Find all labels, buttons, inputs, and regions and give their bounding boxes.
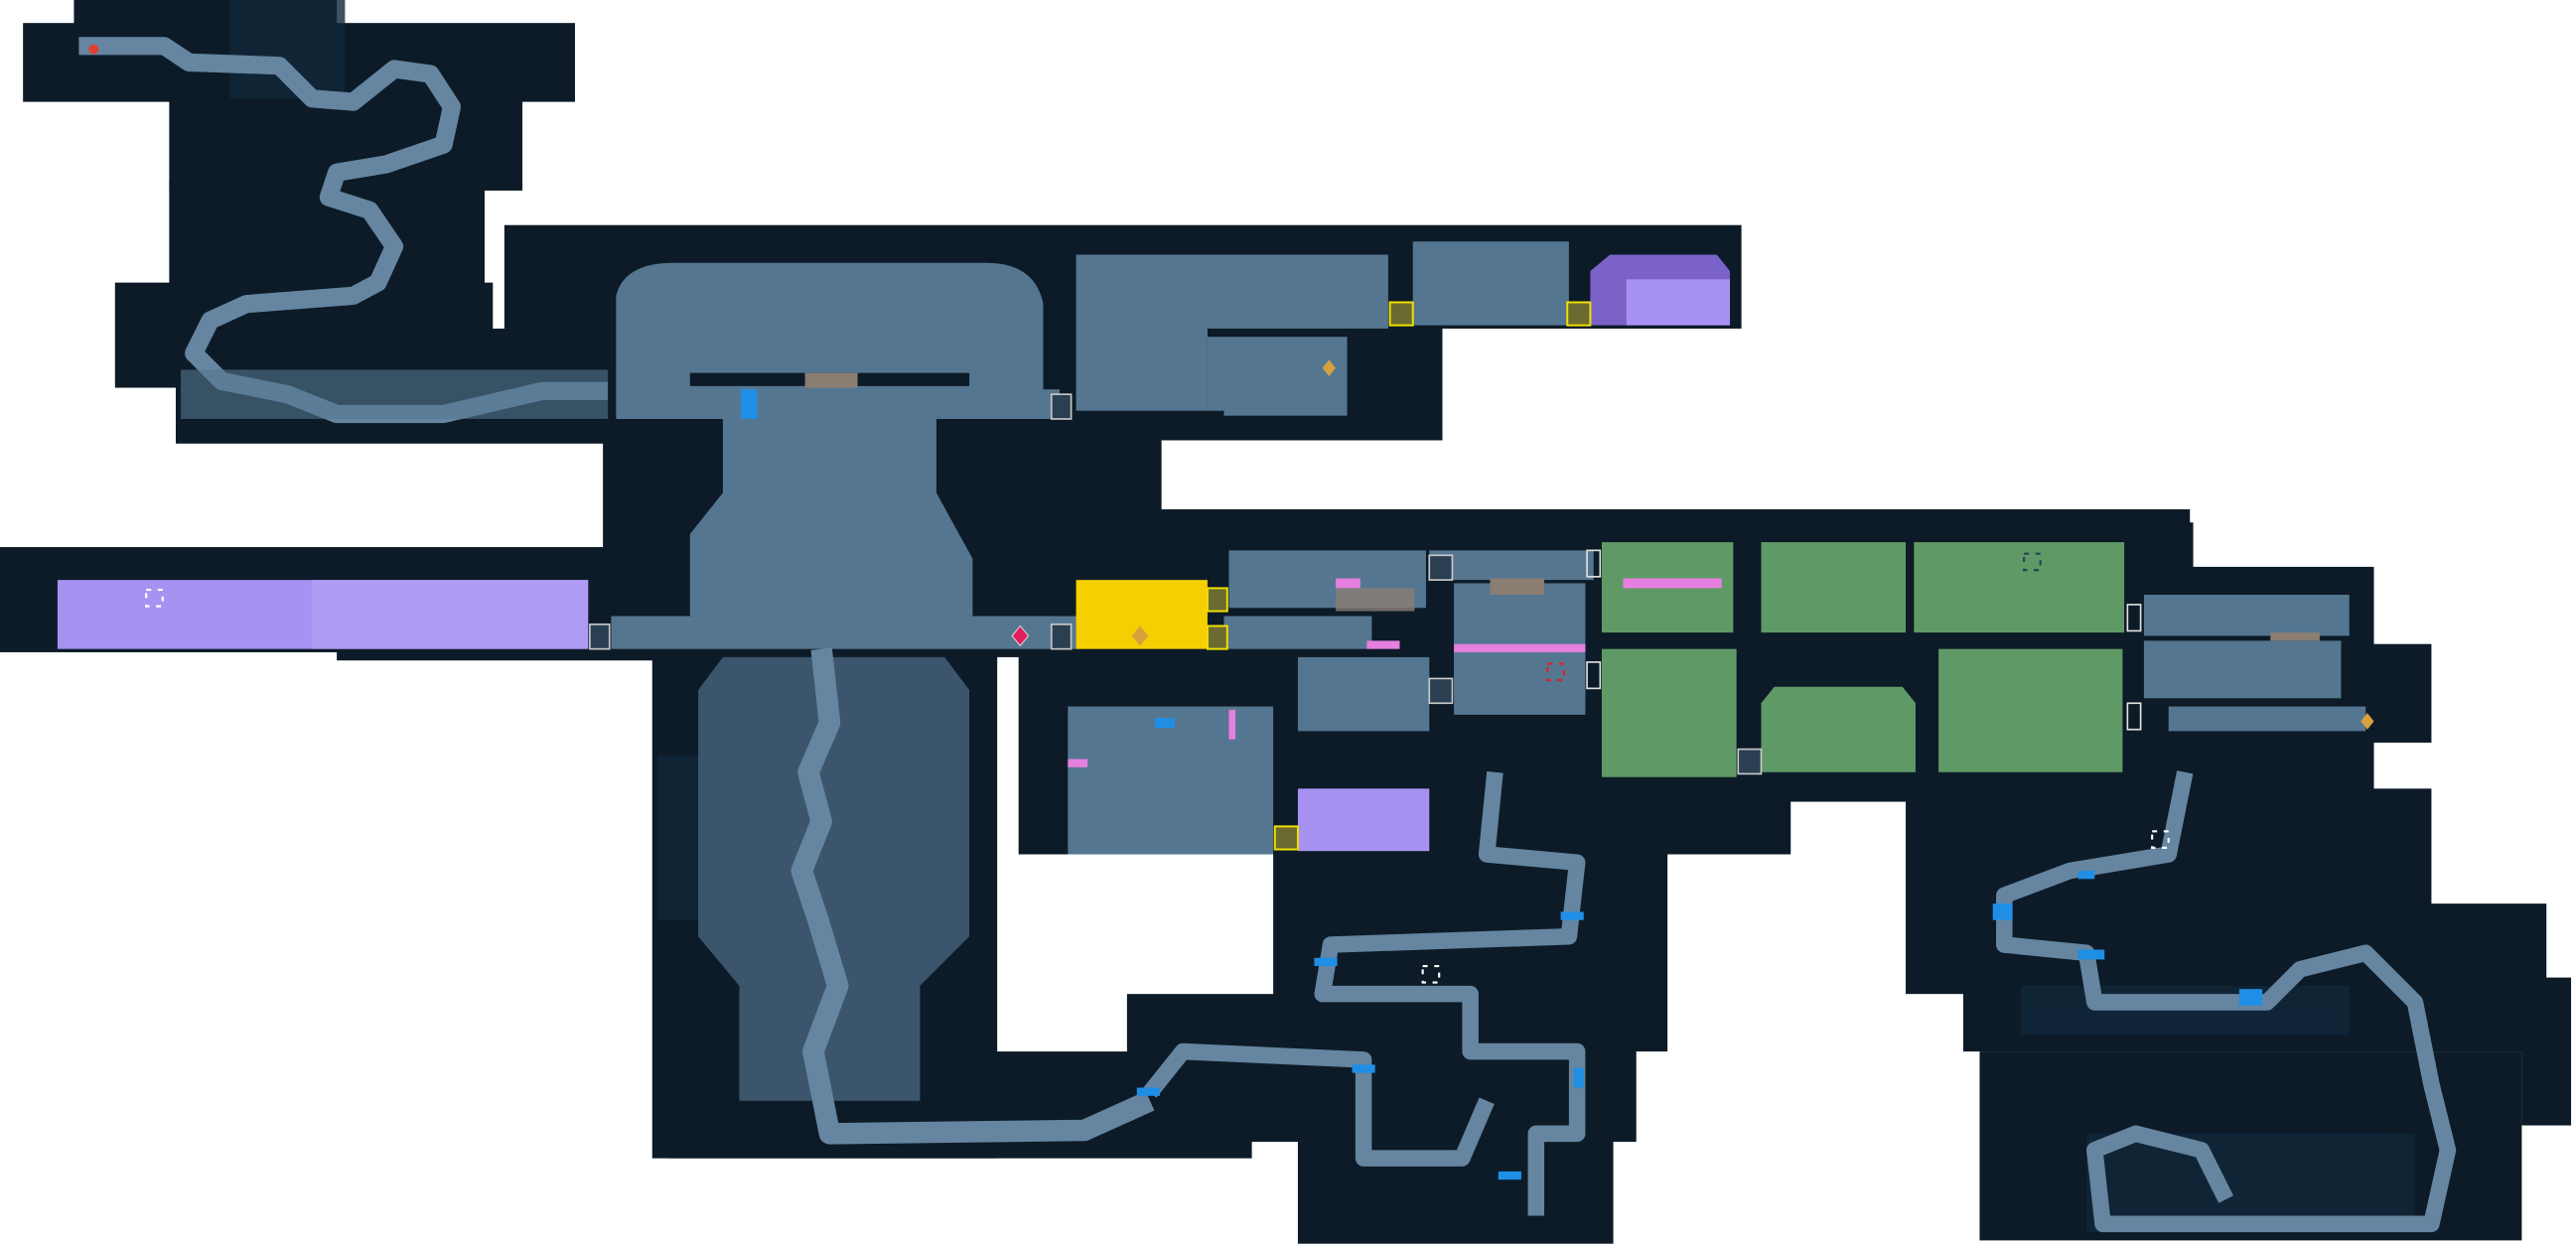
door-hatch-icon[interactable] (1737, 748, 1763, 775)
power-door-icon[interactable] (1206, 587, 1228, 613)
door-hatch-icon[interactable] (1050, 624, 1073, 650)
diamond-item-icon[interactable] (1322, 359, 1336, 376)
chozo-statue-icon (1586, 661, 1602, 690)
door-hatch-icon[interactable] (1428, 554, 1454, 581)
target-bracket-icon (2151, 830, 2170, 849)
target-bracket-icon (2023, 552, 2042, 572)
diamond-item-icon[interactable] (1131, 625, 1149, 646)
central-hub (611, 262, 1079, 649)
south-corridors (1143, 770, 2457, 1233)
door-hatch-icon[interactable] (1428, 677, 1454, 705)
chozo-statue-icons (1586, 549, 2142, 731)
door-strips (1068, 578, 1586, 767)
chozo-statue-icon (2126, 702, 2142, 731)
door-hatch-icon[interactable] (1050, 393, 1073, 420)
door-hatch-icons[interactable] (589, 393, 1763, 775)
power-door-icon[interactable] (1273, 825, 1299, 851)
door-hatch-icon[interactable] (589, 624, 611, 650)
zone-purple-south (1297, 788, 1430, 852)
zone-purple-north (1590, 254, 1731, 326)
power-door-icon[interactable] (1566, 301, 1592, 327)
zone-purple-west (57, 580, 589, 649)
east-central-rooms (1068, 550, 1594, 855)
target-bracket-icon (145, 589, 164, 608)
east-rooms (2143, 595, 2366, 732)
room-northwest-lower (180, 369, 609, 419)
diamond-item-icon[interactable] (1011, 624, 1030, 647)
power-door-icon[interactable] (1388, 301, 1414, 327)
north-rooms (1075, 241, 1569, 416)
power-door-icon[interactable] (1206, 624, 1228, 650)
chozo-statue-icon (1586, 549, 1602, 578)
central-shaft (698, 647, 1155, 1145)
target-bracket-icon (1421, 964, 1441, 984)
diamond-item-icon[interactable] (2361, 713, 2374, 730)
south-blue-doors (1136, 871, 2263, 1180)
power-door-icons[interactable] (1206, 301, 1592, 851)
zone-green (1601, 542, 2125, 777)
chozo-statue-icon (2126, 604, 2142, 632)
player-marker-icon (88, 44, 99, 55)
